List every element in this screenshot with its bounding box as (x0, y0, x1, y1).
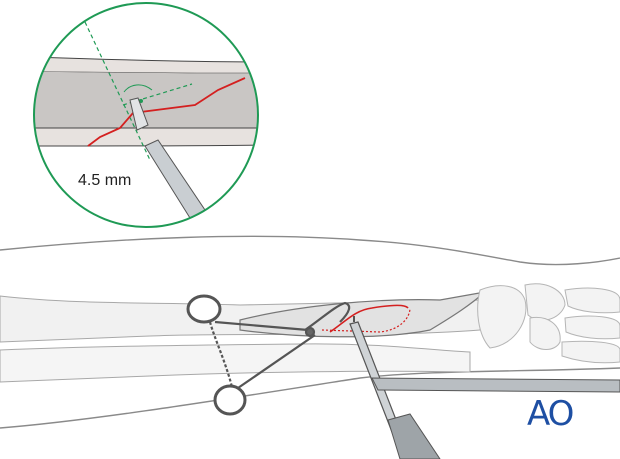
drill-guide (349, 316, 620, 459)
fracture-hidden-line (321, 307, 411, 333)
drill-size-label: 4.5 mm (78, 172, 132, 189)
magnified-inset (34, 3, 258, 227)
ao-logo: AO (527, 394, 574, 434)
hand-bones (477, 283, 620, 364)
reduction-forceps (186, 294, 351, 416)
inset-border (33, 2, 259, 228)
radius-fragment (239, 291, 488, 338)
fracture-line (329, 304, 409, 333)
forearm (0, 235, 620, 429)
